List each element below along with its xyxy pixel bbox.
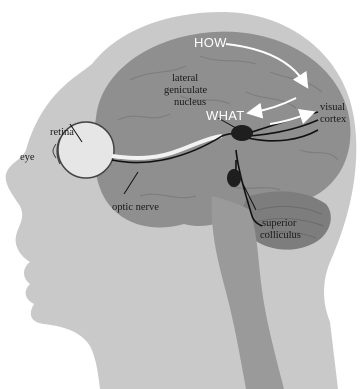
label-lgn-line1: lateral — [172, 73, 198, 84]
label-lgn-line2: geniculate — [164, 85, 207, 96]
label-how: HOW — [194, 35, 227, 50]
label-sc-line2: colliculus — [260, 230, 301, 241]
label-what: WHAT — [206, 108, 245, 123]
label-lgn-line3: nucleus — [174, 97, 206, 108]
label-visual-line1: visual — [320, 102, 345, 113]
label-visual-line2: cortex — [320, 114, 347, 125]
label-optic-nerve: optic nerve — [112, 202, 159, 213]
label-eye: eye — [20, 152, 35, 163]
label-retina: retina — [50, 127, 74, 138]
superior-colliculus — [227, 169, 241, 187]
label-sc-line1: superior — [262, 218, 297, 229]
